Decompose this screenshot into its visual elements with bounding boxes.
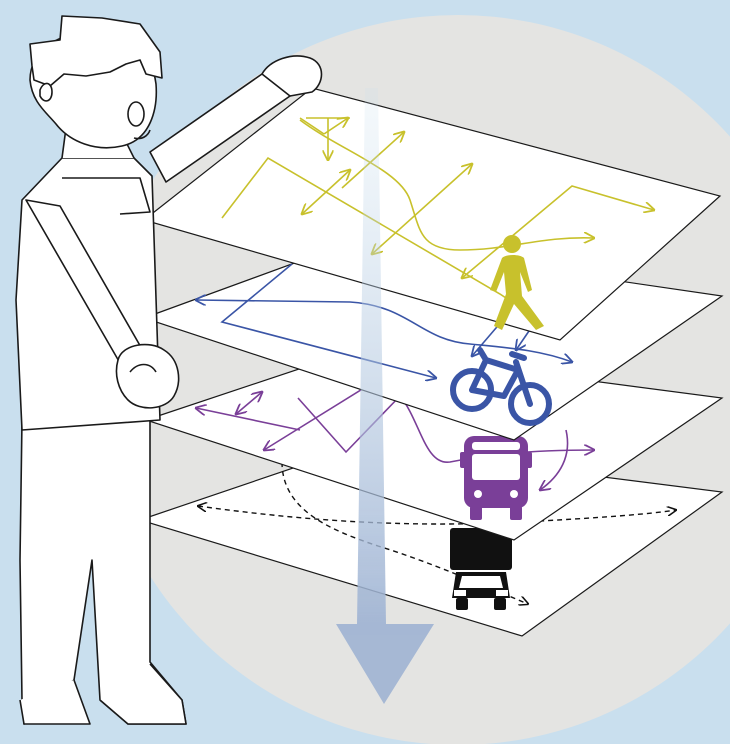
bicycle-icon: [450, 347, 552, 426]
ped-route-8: [462, 185, 654, 278]
layer-bus: [144, 349, 724, 541]
person-mouth: [133, 129, 151, 140]
pedestrian-icon: [490, 235, 544, 330]
bus-route-5: [399, 395, 594, 463]
truck-route-main: [198, 506, 676, 525]
ped-route-7: [372, 164, 472, 254]
plane-bus: [144, 349, 724, 541]
ped-route-5: [302, 170, 350, 214]
person-hand-front: [115, 343, 180, 409]
person-ear: [39, 82, 53, 102]
downward-arrow: [336, 88, 434, 704]
bus-route-4: [236, 392, 262, 414]
person-shoulder: [62, 177, 151, 215]
person-shoe-right: [99, 663, 187, 725]
ped-route-4: [299, 118, 348, 135]
bus-route-6: [540, 429, 569, 490]
person-glasses: [127, 101, 145, 127]
truck-icon: [450, 528, 512, 610]
person-figure: [15, 15, 323, 725]
person-arm-back: [149, 73, 291, 183]
person-hair: [29, 15, 163, 87]
bus-icon: [460, 436, 532, 520]
bike-route-2: [196, 300, 572, 362]
bus-route-3: [196, 408, 301, 431]
person-shoe-left: [19, 679, 91, 725]
